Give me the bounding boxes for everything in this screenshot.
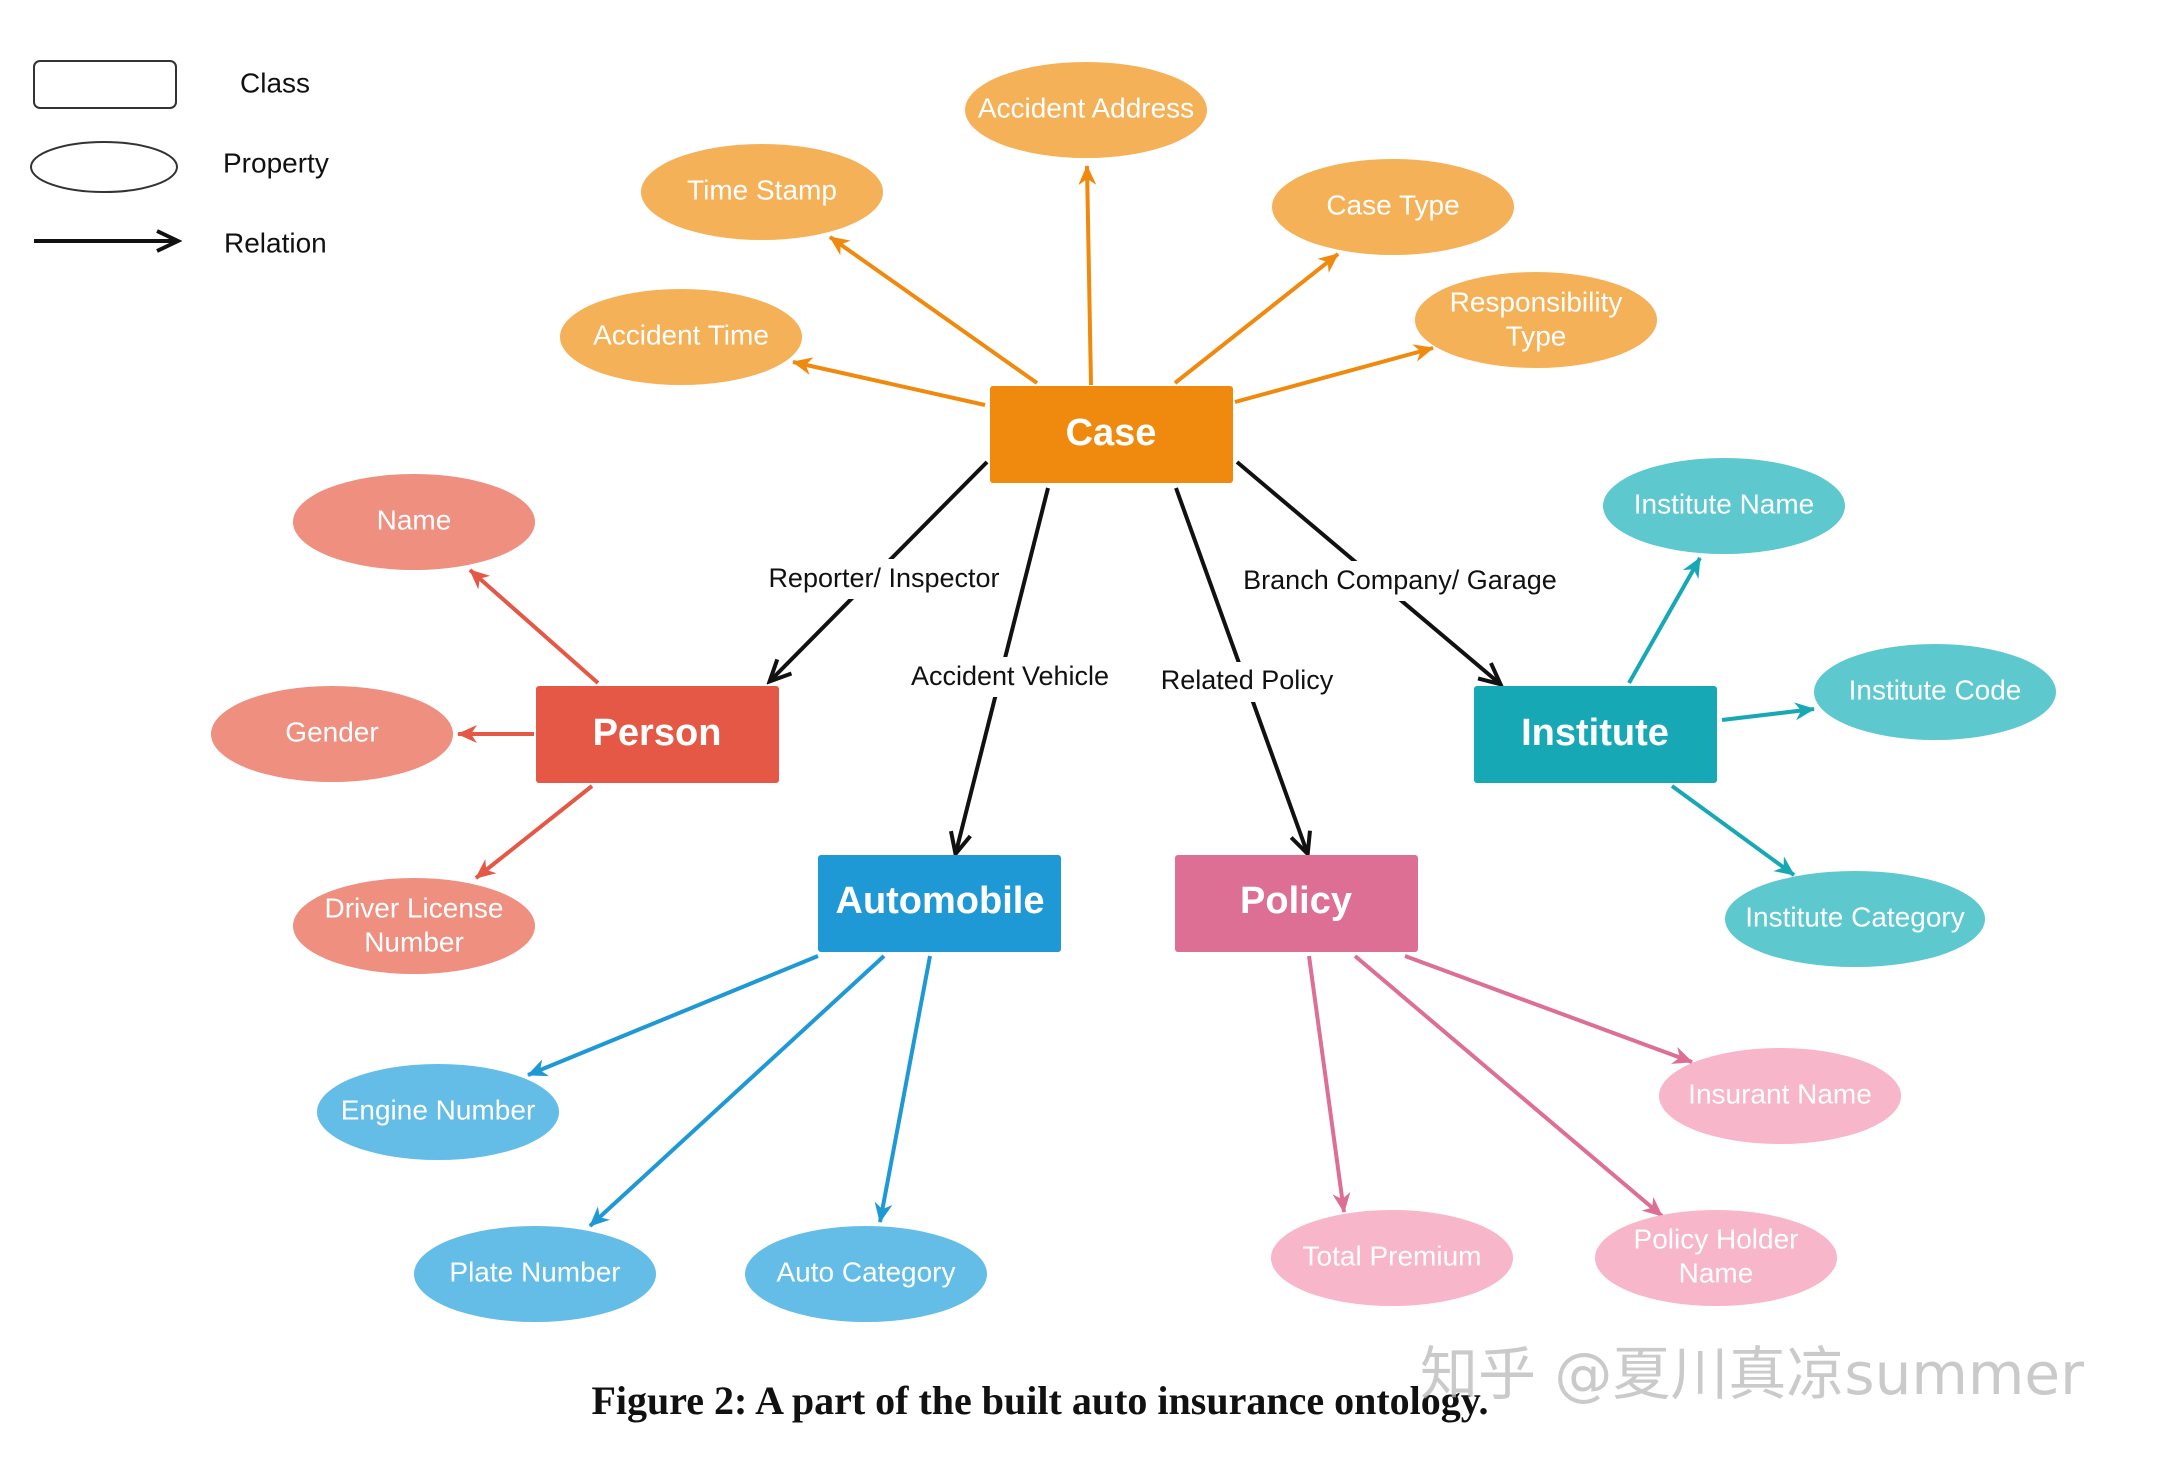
property-insurant-name: Insurant Name (1659, 1048, 1901, 1144)
class-institute: Institute (1474, 686, 1717, 783)
svg-text:Automobile: Automobile (836, 880, 1045, 922)
arrow-case-accident-address (1078, 165, 1097, 386)
property-plate-number: Plate Number (414, 1226, 656, 1322)
arrow-case-accident-time (792, 357, 986, 407)
svg-text:Institute Code: Institute Code (1849, 674, 2022, 705)
arrow-institute-code (1721, 702, 1815, 722)
class-person: Person (536, 686, 779, 783)
relation-label-related-policy: Related Policy (1161, 665, 1334, 695)
institute-properties: Institute Name Institute Code Institute … (1603, 458, 2056, 967)
svg-text:Time Stamp: Time Stamp (687, 174, 837, 205)
arrow-policy-policy-holder-name (1353, 954, 1664, 1218)
arrow-case-responsibility-type (1234, 344, 1434, 404)
arrow-person-driver-license-number (474, 784, 594, 880)
svg-text:Auto Category: Auto Category (777, 1256, 956, 1287)
svg-text:Name: Name (1679, 1257, 1754, 1288)
svg-text:Accident Time: Accident Time (593, 319, 769, 350)
svg-text:Institute Name: Institute Name (1634, 488, 1815, 519)
automobile-properties: Engine Number Plate Number Auto Category (317, 1064, 987, 1322)
property-institute-code: Institute Code (1814, 644, 2056, 740)
relation-label-accident-vehicle: Accident Vehicle (911, 661, 1109, 691)
svg-text:Institute: Institute (1521, 712, 1669, 754)
svg-text:Institute Category: Institute Category (1745, 901, 1964, 932)
property-policy-holder-name: Policy Holder Name (1595, 1210, 1837, 1306)
svg-text:Responsibility: Responsibility (1450, 286, 1623, 317)
property-engine-number: Engine Number (317, 1064, 559, 1160)
figure-caption: Figure 2: A part of the built auto insur… (591, 1378, 1488, 1423)
watermark: 知乎 @夏川真凉summer (1420, 1340, 2084, 1408)
property-responsibility-type: Responsibility Type (1415, 272, 1657, 368)
automobile-property-arrows (527, 954, 932, 1228)
svg-text:Case Type: Case Type (1326, 189, 1459, 220)
svg-text:Engine Number: Engine Number (341, 1094, 536, 1125)
property-accident-time: Accident Time (560, 289, 802, 385)
arrow-case-time-stamp (828, 235, 1039, 385)
property-auto-category: Auto Category (745, 1226, 987, 1322)
legend-property-shape (30, 141, 178, 193)
person-properties: Name Gender Driver License Number (211, 474, 535, 974)
svg-text:Policy: Policy (1240, 880, 1352, 922)
class-automobile: Automobile (818, 855, 1061, 952)
relation-label-branch-company-garage: Branch Company/ Garage (1243, 565, 1557, 595)
arrow-automobile-engine-number (527, 954, 819, 1077)
arrow-institute-category (1670, 784, 1796, 877)
class-nodes: Case Person Automobile Policy Institute (536, 386, 1717, 952)
legend-relation-label: Relation (224, 227, 327, 258)
arrow-automobile-auto-category (874, 955, 932, 1223)
class-policy: Policy (1175, 855, 1418, 952)
legend-class-shape (33, 60, 177, 109)
svg-text:Driver License: Driver License (325, 892, 504, 923)
policy-property-arrows (1307, 954, 1693, 1218)
case-properties: Accident Address Time Stamp Case Type Ac… (560, 62, 1657, 385)
policy-properties: Insurant Name Total Premium Policy Holde… (1271, 1048, 1901, 1306)
svg-text:Total Premium: Total Premium (1303, 1240, 1482, 1271)
arrow-policy-total-premium (1307, 955, 1351, 1213)
property-institute-name: Institute Name (1603, 458, 1845, 554)
property-accident-address: Accident Address (965, 62, 1207, 158)
property-driver-license-number: Driver License Number (293, 878, 535, 974)
property-name: Name (293, 474, 535, 570)
institute-property-arrows (1627, 557, 1815, 877)
person-property-arrows (457, 568, 600, 880)
property-total-premium: Total Premium (1271, 1210, 1513, 1306)
legend: Class Property Relation (30, 60, 329, 258)
property-case-type: Case Type (1272, 159, 1514, 255)
property-institute-category: Institute Category (1725, 871, 1985, 967)
relation-label-reporter-inspector: Reporter/ Inspector (768, 563, 999, 593)
arrow-case-case-type (1173, 252, 1340, 385)
property-time-stamp: Time Stamp (641, 144, 883, 240)
class-case: Case (990, 386, 1233, 483)
property-gender: Gender (211, 686, 453, 782)
case-property-arrows (792, 165, 1434, 407)
arrow-institute-name (1627, 557, 1702, 684)
relation-labels: Reporter/ Inspector Accident Vehicle Rel… (756, 559, 1574, 702)
legend-class-label: Class (240, 67, 310, 98)
legend-property-label: Property (223, 147, 329, 178)
arrow-automobile-plate-number (588, 954, 886, 1228)
svg-text:Number: Number (364, 926, 464, 957)
svg-text:Policy Holder: Policy Holder (1634, 1223, 1799, 1254)
arrow-person-name (468, 568, 600, 685)
arrow-policy-insurant-name (1404, 954, 1693, 1064)
svg-text:Gender: Gender (285, 716, 378, 747)
svg-text:Plate Number: Plate Number (449, 1256, 620, 1287)
svg-text:Insurant Name: Insurant Name (1688, 1078, 1872, 1109)
relation-arrows (771, 460, 1499, 852)
svg-text:Accident Address: Accident Address (978, 92, 1194, 123)
svg-text:Name: Name (377, 504, 452, 535)
svg-text:Case: Case (1066, 412, 1157, 454)
svg-text:Person: Person (593, 712, 722, 754)
svg-text:Type: Type (1506, 320, 1567, 351)
